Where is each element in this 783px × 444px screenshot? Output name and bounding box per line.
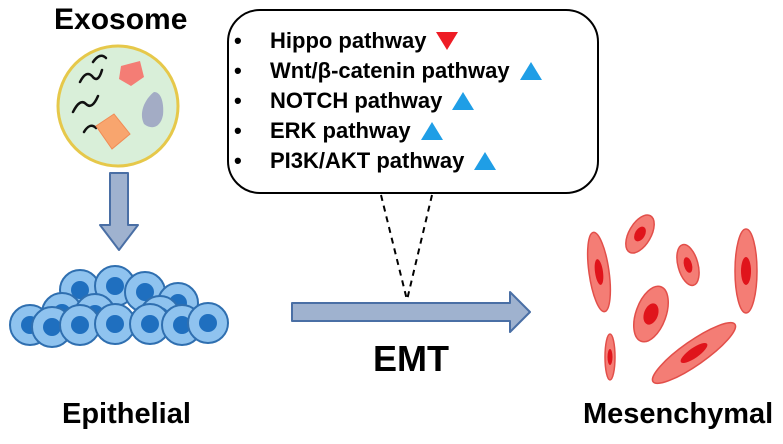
pathway-item: • Hippo pathway [234, 26, 542, 56]
up-triangle-icon [420, 122, 443, 140]
exosome-rna-strand [78, 68, 104, 84]
pathway-name: Hippo pathway [270, 28, 427, 53]
up-triangle-icon [452, 92, 475, 110]
mesenchymal-nucleus [741, 257, 751, 285]
pathway-item: • PI3K/AKT pathway [234, 146, 542, 176]
epithelial-label: Epithelial [62, 398, 191, 430]
pathway-callout-box [227, 9, 599, 194]
mesenchymal-nucleus [683, 257, 693, 273]
mesenchymal-nucleus [680, 342, 708, 364]
bullet-icon: • [234, 58, 242, 83]
pathway-name: NOTCH pathway [270, 88, 443, 113]
pathway-list: • Hippo pathway • Wnt/β-catenin pathway … [234, 26, 542, 176]
epithelial-nucleus [71, 316, 89, 334]
epithelial-nucleus [173, 316, 191, 334]
up-triangle-icon [519, 62, 542, 80]
exosome-membrane [56, 44, 180, 168]
emt-label: EMT [373, 338, 449, 379]
pathway-item: • ERK pathway [234, 116, 542, 146]
epithelial-cell-cluster [9, 265, 229, 348]
mesenchymal-nucleus [643, 303, 659, 325]
mesenchymal-label: Mesenchymal [583, 398, 774, 430]
pathway-item: • NOTCH pathway [234, 86, 542, 116]
epithelial-nucleus [106, 277, 124, 295]
down-arrow [99, 172, 139, 251]
bullet-icon: • [234, 28, 242, 53]
bullet-icon: • [234, 88, 242, 113]
exosome [56, 44, 180, 168]
emt-arrow [291, 291, 531, 333]
up-triangle-icon [474, 152, 497, 170]
mesenchymal-nucleus [594, 259, 604, 285]
exosome-protein-gray [141, 92, 164, 128]
mesenchymal-nucleus [607, 349, 613, 365]
exosome-label: Exosome [54, 3, 188, 36]
pathway-name: ERK pathway [270, 118, 411, 143]
exosome-rna-strand [82, 124, 98, 134]
callout-tail-line [406, 194, 433, 301]
callout-tail-line [380, 194, 408, 301]
epithelial-nucleus [43, 318, 61, 336]
mesenchymal-nucleus [634, 226, 646, 242]
exosome-rna-strand [71, 94, 100, 114]
mesenchymal-cell-group [586, 214, 758, 385]
exosome-protein-orange [95, 113, 131, 150]
down-triangle-icon [436, 32, 459, 50]
pathway-name: Wnt/β-catenin pathway [270, 58, 510, 83]
epithelial-nucleus [199, 314, 217, 332]
exosome-protein-pink [119, 61, 144, 86]
exosome-rna-strand [91, 54, 108, 64]
epithelial-nucleus [136, 283, 154, 301]
bullet-icon: • [234, 148, 242, 173]
epithelial-nucleus [71, 281, 89, 299]
bullet-icon: • [234, 118, 242, 143]
epithelial-nucleus [141, 315, 159, 333]
epithelial-nucleus [106, 315, 124, 333]
pathway-item: • Wnt/β-catenin pathway [234, 56, 542, 86]
pathway-name: PI3K/AKT pathway [270, 148, 465, 173]
